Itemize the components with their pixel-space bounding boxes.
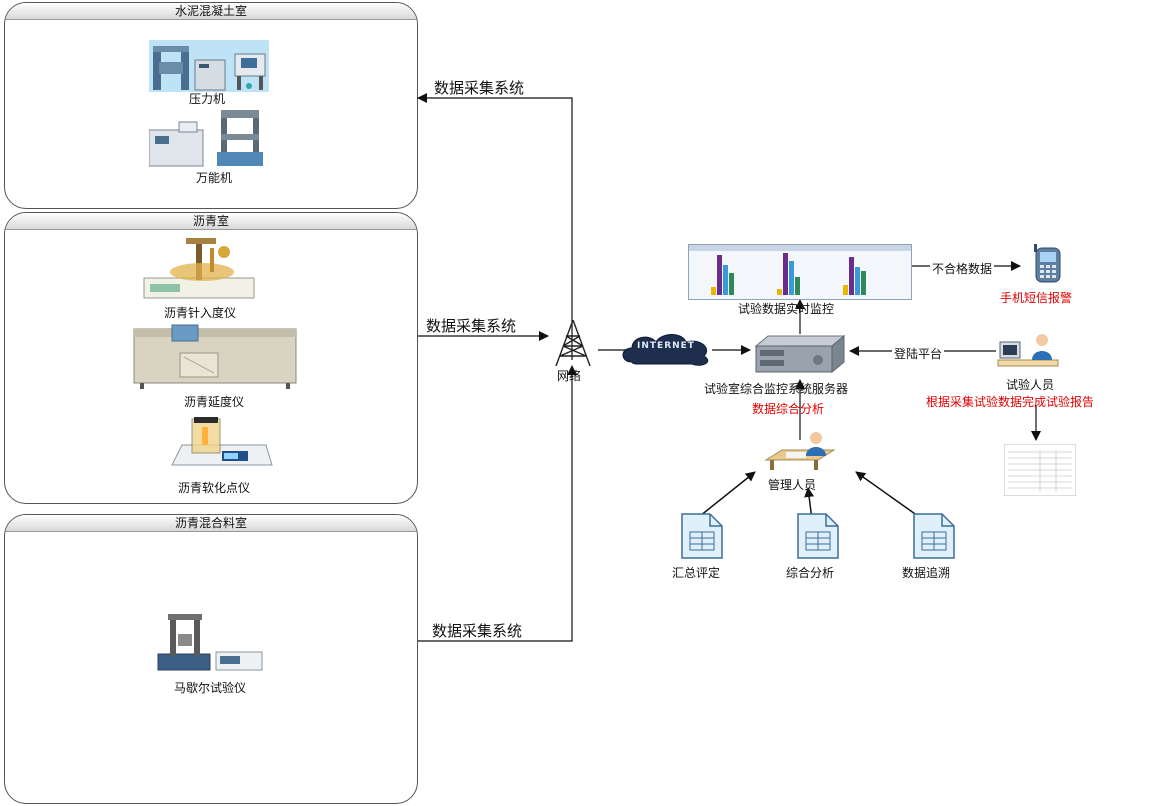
traceability-label: 数据追溯: [902, 566, 951, 580]
data-collection-label-2: 数据采集系统: [426, 317, 517, 335]
monitor-bar: [849, 257, 854, 295]
room-title: 沥青室: [5, 213, 417, 230]
server-icon: [752, 334, 848, 374]
report-instruction-label: 根据采集试验数据完成试验报告: [926, 395, 1095, 409]
softening-point-label: 沥青软化点仪: [177, 481, 250, 495]
unqualified-data-label: 不合格数据: [930, 260, 995, 277]
softening-point-image: [170, 415, 274, 473]
ductilometer-label: 沥青延度仪: [183, 395, 244, 409]
data-collection-label-1: 数据采集系统: [434, 79, 525, 97]
login-platform-label: 登陆平台: [892, 345, 945, 362]
monitor-bar: [777, 289, 782, 295]
monitor-bar: [729, 273, 734, 295]
sms-alert-label: 手机短信报警: [1000, 291, 1073, 305]
manager-label: 管理人员: [768, 478, 817, 492]
monitor-bar: [843, 285, 848, 295]
monitor-bar: [711, 287, 716, 295]
monitor-bar: [723, 265, 728, 295]
data-collection-label-3: 数据采集系统: [432, 622, 523, 640]
pressure-machine-label: 压力机: [188, 92, 225, 106]
monitor-bar: [783, 253, 788, 295]
traceability-document-icon: [912, 512, 956, 560]
pressure-machine-image: [149, 40, 269, 92]
monitor-bar: [717, 255, 722, 295]
marshall-tester-image: [154, 612, 266, 674]
universal-machine-label: 万能机: [195, 171, 232, 185]
manager-person-icon: [764, 430, 836, 472]
monitor-bar: [855, 267, 860, 295]
ductilometer-image: [132, 323, 298, 389]
phone-icon: [1024, 244, 1070, 284]
monitor-bar: [795, 277, 800, 295]
room-title: 沥青混合料室: [5, 515, 417, 532]
analysis-document-icon: [796, 512, 840, 560]
penetrometer-image: [140, 234, 258, 302]
realtime-monitor-label: 试验数据实时监控: [738, 302, 835, 316]
room-asphalt-mixture: 沥青混合料室: [4, 514, 418, 804]
monitor-bar: [789, 261, 794, 295]
internet-cloud-icon: INTERNET: [618, 330, 714, 368]
tester-label: 试验人员: [1006, 378, 1055, 392]
penetrometer-label: 沥青针入度仪: [163, 306, 236, 320]
realtime-monitor-screen: [688, 244, 912, 300]
data-analysis-label: 数据综合分析: [752, 402, 825, 416]
room-cement-concrete: 水泥混凝土室: [4, 2, 418, 209]
monitor-bar: [861, 271, 866, 295]
comprehensive-analysis-label: 综合分析: [786, 566, 835, 580]
network-tower-icon: [552, 318, 594, 368]
room-title: 水泥混凝土室: [5, 3, 417, 20]
marshall-tester-label: 马歇尔试验仪: [173, 681, 246, 695]
test-report-document-icon: [1003, 443, 1077, 497]
tester-person-icon: [996, 330, 1064, 370]
universal-machine-image: [148, 108, 267, 168]
network-label: 网络: [557, 369, 582, 383]
internet-label: INTERNET: [637, 341, 695, 351]
server-label: 试验室综合监控系统服务器: [704, 382, 849, 396]
summary-document-icon: [680, 512, 724, 560]
summary-label: 汇总评定: [672, 566, 721, 580]
